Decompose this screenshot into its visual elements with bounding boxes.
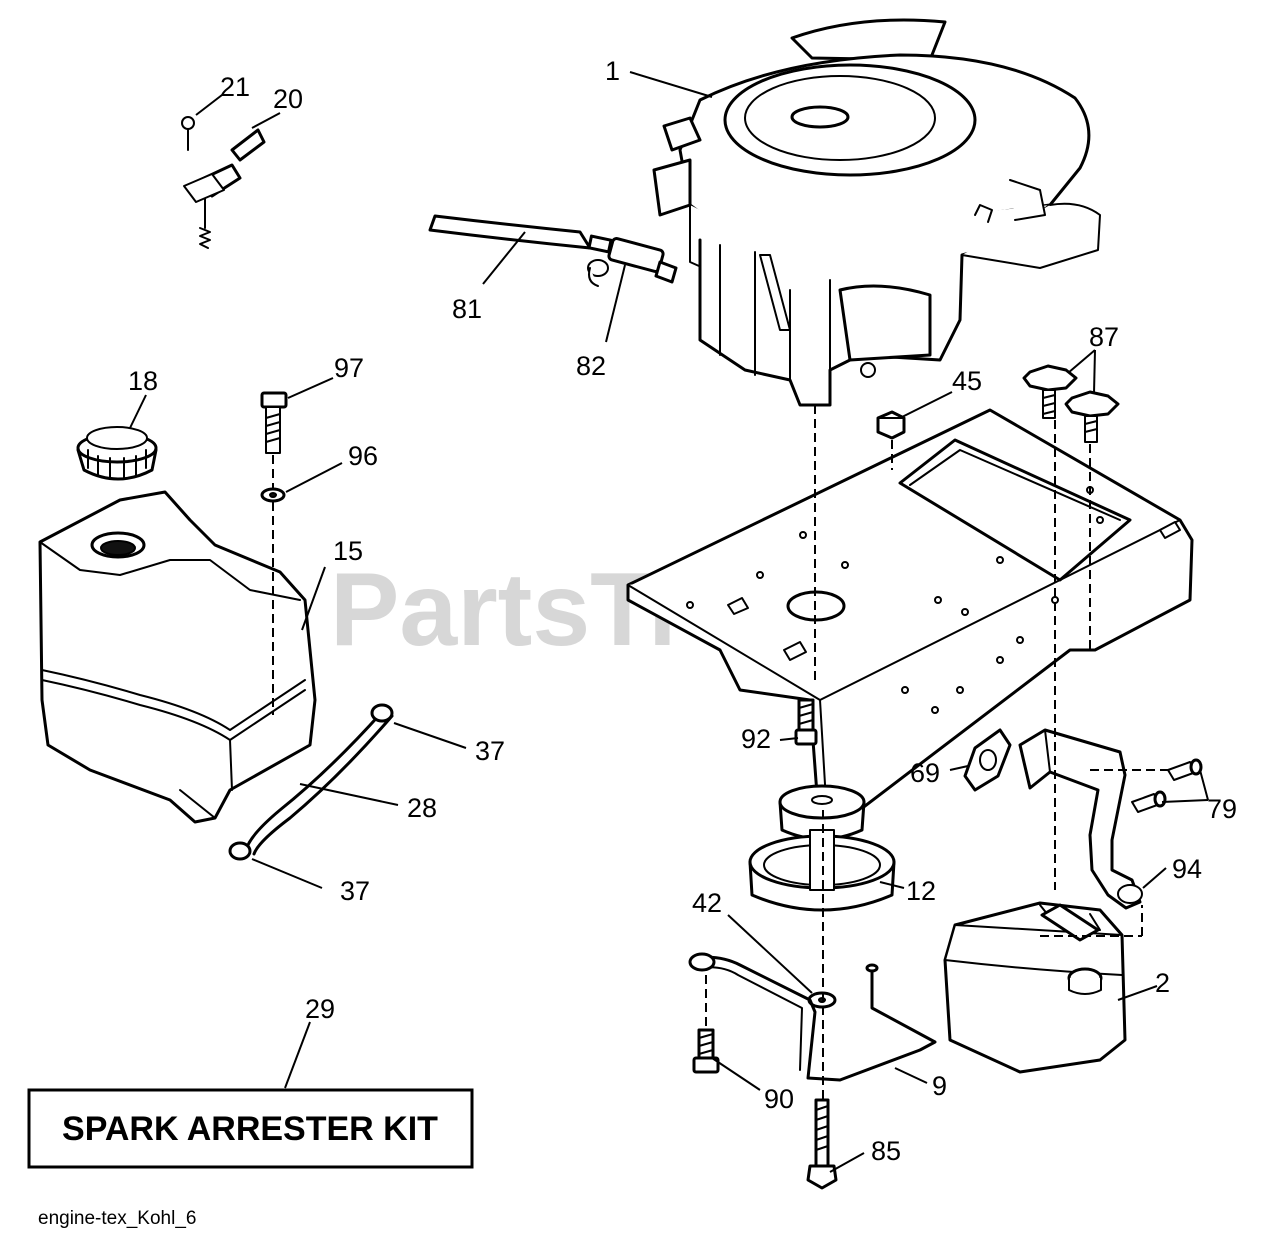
callout-87: 87 bbox=[1089, 322, 1119, 352]
engine bbox=[652, 18, 1101, 407]
alignment-lines bbox=[705, 405, 1170, 1100]
engine-mount-plate bbox=[626, 408, 1194, 837]
callout-18: 18 bbox=[128, 366, 158, 396]
leader-lines bbox=[129, 71, 1209, 1173]
callout-28: 28 bbox=[407, 793, 437, 823]
choke-bracket-assembly bbox=[181, 116, 266, 249]
callout-1: 1 bbox=[605, 56, 620, 86]
callout-45: 45 bbox=[952, 366, 982, 396]
engine-pulleys bbox=[748, 784, 896, 912]
spark-arrester-kit-box: SPARK ARRESTER KIT bbox=[27, 1088, 474, 1169]
callout-29: 29 bbox=[305, 994, 335, 1024]
fuel-line-with-clamps bbox=[228, 703, 394, 861]
callout-9: 9 bbox=[932, 1071, 947, 1101]
mounting-bolts bbox=[1022, 364, 1120, 443]
callout-79: 79 bbox=[1207, 794, 1237, 824]
callout-numbers: 1 2 9 12 15 18 20 21 28 29 37 37 42 45 6… bbox=[128, 56, 1237, 1166]
callout-97: 97 bbox=[334, 353, 364, 383]
bolt-and-washer bbox=[260, 391, 288, 715]
callout-20: 20 bbox=[273, 84, 303, 114]
callout-37-upper: 37 bbox=[475, 736, 505, 766]
fuel-tank bbox=[38, 490, 317, 824]
callout-81: 81 bbox=[452, 294, 482, 324]
callout-42: 42 bbox=[692, 888, 722, 918]
rod-bolt bbox=[692, 1028, 720, 1074]
fuel-hose-and-filter bbox=[428, 214, 678, 287]
callout-15: 15 bbox=[333, 536, 363, 566]
callout-85: 85 bbox=[871, 1136, 901, 1166]
spark-arrester-kit-label: SPARK ARRESTER KIT bbox=[62, 1110, 438, 1148]
engine-nut bbox=[876, 410, 906, 440]
callout-21: 21 bbox=[220, 72, 250, 102]
callout-90: 90 bbox=[764, 1084, 794, 1114]
callout-94: 94 bbox=[1172, 854, 1202, 884]
callout-2: 2 bbox=[1155, 968, 1170, 998]
callout-69: 69 bbox=[910, 758, 940, 788]
pulley-bolt bbox=[806, 1098, 838, 1190]
fuel-cap bbox=[76, 426, 158, 481]
diagram-reference: engine-tex_Kohl_6 bbox=[38, 1208, 196, 1229]
callout-37-lower: 37 bbox=[340, 876, 370, 906]
callout-82: 82 bbox=[576, 351, 606, 381]
callout-12: 12 bbox=[906, 876, 936, 906]
brake-rod bbox=[688, 952, 937, 1082]
exhaust-screws bbox=[1131, 758, 1203, 813]
muffler bbox=[943, 901, 1127, 1074]
callout-96: 96 bbox=[348, 441, 378, 471]
exhaust-pipe bbox=[1018, 728, 1143, 910]
plate-bolt bbox=[794, 698, 818, 746]
exhaust-gasket bbox=[963, 728, 1012, 792]
callout-92: 92 bbox=[741, 724, 771, 754]
